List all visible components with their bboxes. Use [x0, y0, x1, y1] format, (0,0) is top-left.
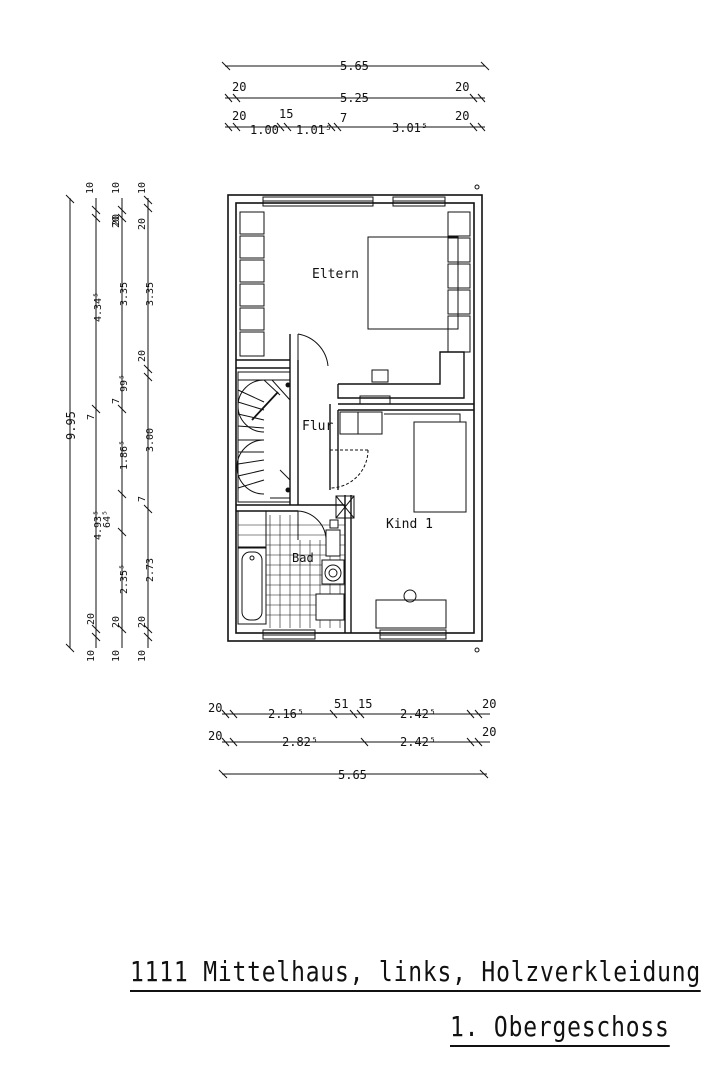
dim-left-c5-g: 10: [137, 650, 148, 662]
dim-left-c3-c: 7: [111, 398, 122, 404]
interior-walls: [236, 334, 474, 633]
dim-bottom-row1-a: 20: [208, 701, 222, 715]
door-eltern: [297, 333, 329, 372]
dim-bottom-row1-e: 2.42⁵: [400, 707, 436, 721]
dim-top-row3-d: 1.01⁵: [296, 123, 332, 137]
corner-marker: [474, 647, 480, 653]
dim-bottom-row2-b: 2.82⁵: [282, 735, 318, 749]
wall-cladding: [239, 211, 471, 357]
dim-left-c2-a: 10: [85, 182, 96, 194]
dim-left-c3-a: 10: [111, 182, 122, 194]
dim-left-c2-f: 20: [86, 613, 97, 625]
room-label-eltern: Eltern: [312, 267, 359, 282]
dim-top-row3-a: 20: [232, 109, 246, 123]
dim-left-c5-d: 20: [137, 350, 148, 362]
dim-left-c3-d: 1.86⁵: [119, 440, 130, 470]
dim-left-c3-g: 2.35⁵: [119, 564, 130, 594]
dim-left-c5-f: 20: [137, 616, 148, 628]
dim-top-row3-c: 15: [279, 107, 293, 121]
dim-bottom-row1-b: 2.16⁵: [268, 707, 304, 721]
room-label-kind1: Kind 1: [386, 517, 433, 532]
dim-top-overall: 5.65: [340, 59, 369, 73]
dim-left-c3-i: 10: [111, 650, 122, 662]
kind1-desk: [375, 589, 447, 629]
dim-left-c3-b: 20: [111, 216, 122, 228]
dim-top-row2-left: 20: [232, 80, 246, 94]
dim-bottom-overall: 5.65: [338, 768, 367, 782]
dim-bottom-row1-d: 15: [358, 697, 372, 711]
dim-left-c5-a: 10: [137, 182, 148, 194]
dim-left-c4-e: 2.73: [145, 558, 156, 582]
dim-left-c2-c: 4.34⁵: [93, 292, 104, 322]
corner-marker: [474, 184, 480, 190]
dim-left-c2-g: 10: [86, 650, 97, 662]
caption-floor: 1. Obergeschoss: [450, 1010, 670, 1047]
dim-left-c2-e: 4.93⁵: [93, 510, 104, 540]
dim-left-c4-d: 3.00: [145, 428, 156, 452]
dim-bottom-row1-c: 51: [334, 697, 348, 711]
bottom-dimensions: [218, 709, 490, 779]
room-label-flur: Flur: [302, 419, 333, 434]
dim-top-row3-f: 3.01⁵: [392, 121, 428, 135]
dim-bottom-row2-d: 20: [482, 725, 496, 739]
dim-left-c3-h: 20: [111, 616, 122, 628]
dim-left-c5-b: 20: [137, 218, 148, 230]
dim-top-row3-b: 1.00: [250, 123, 279, 137]
dim-left-c4-c: 99⁵: [119, 374, 130, 392]
top-dimensions: [221, 61, 490, 132]
dim-left-overall: 9.95: [64, 411, 78, 440]
dim-left-c4-a: 20: [111, 214, 122, 226]
dim-bottom-row2-c: 2.42⁵: [400, 735, 436, 749]
room-label-bad: Bad: [292, 551, 314, 565]
dim-left-c4-b: 3.35: [119, 282, 130, 306]
dim-left-c5-c: 3.35: [145, 282, 156, 306]
dim-top-row2-right: 20: [455, 80, 469, 94]
flur-furniture: [335, 411, 383, 519]
eltern-desk: [359, 395, 391, 405]
dim-bottom-row1-f: 20: [482, 697, 496, 711]
dim-left-c3-f: 64⁵: [102, 510, 113, 528]
bathroom: [237, 510, 345, 628]
door-kind1: [329, 449, 369, 489]
dim-left-c2-d: 7: [86, 414, 97, 420]
left-dimensions: [65, 194, 153, 653]
staircase: [236, 371, 291, 503]
dim-top-row3-e: 7: [340, 111, 347, 125]
windows: [262, 196, 447, 640]
door-bad: [297, 510, 327, 540]
outer-walls: [227, 194, 483, 642]
eltern-chair: [371, 369, 389, 383]
dim-top-row2-mid: 5.25: [340, 91, 369, 105]
dim-top-row3-g: 20: [455, 109, 469, 123]
dim-bottom-row2-a: 20: [208, 729, 222, 743]
caption-title: 1111 Mittelhaus, links, Holzverkleidung: [130, 955, 702, 992]
double-bed: [367, 236, 459, 330]
kind1-bed: [384, 413, 467, 513]
dim-left-c5-e: 7: [137, 496, 148, 502]
